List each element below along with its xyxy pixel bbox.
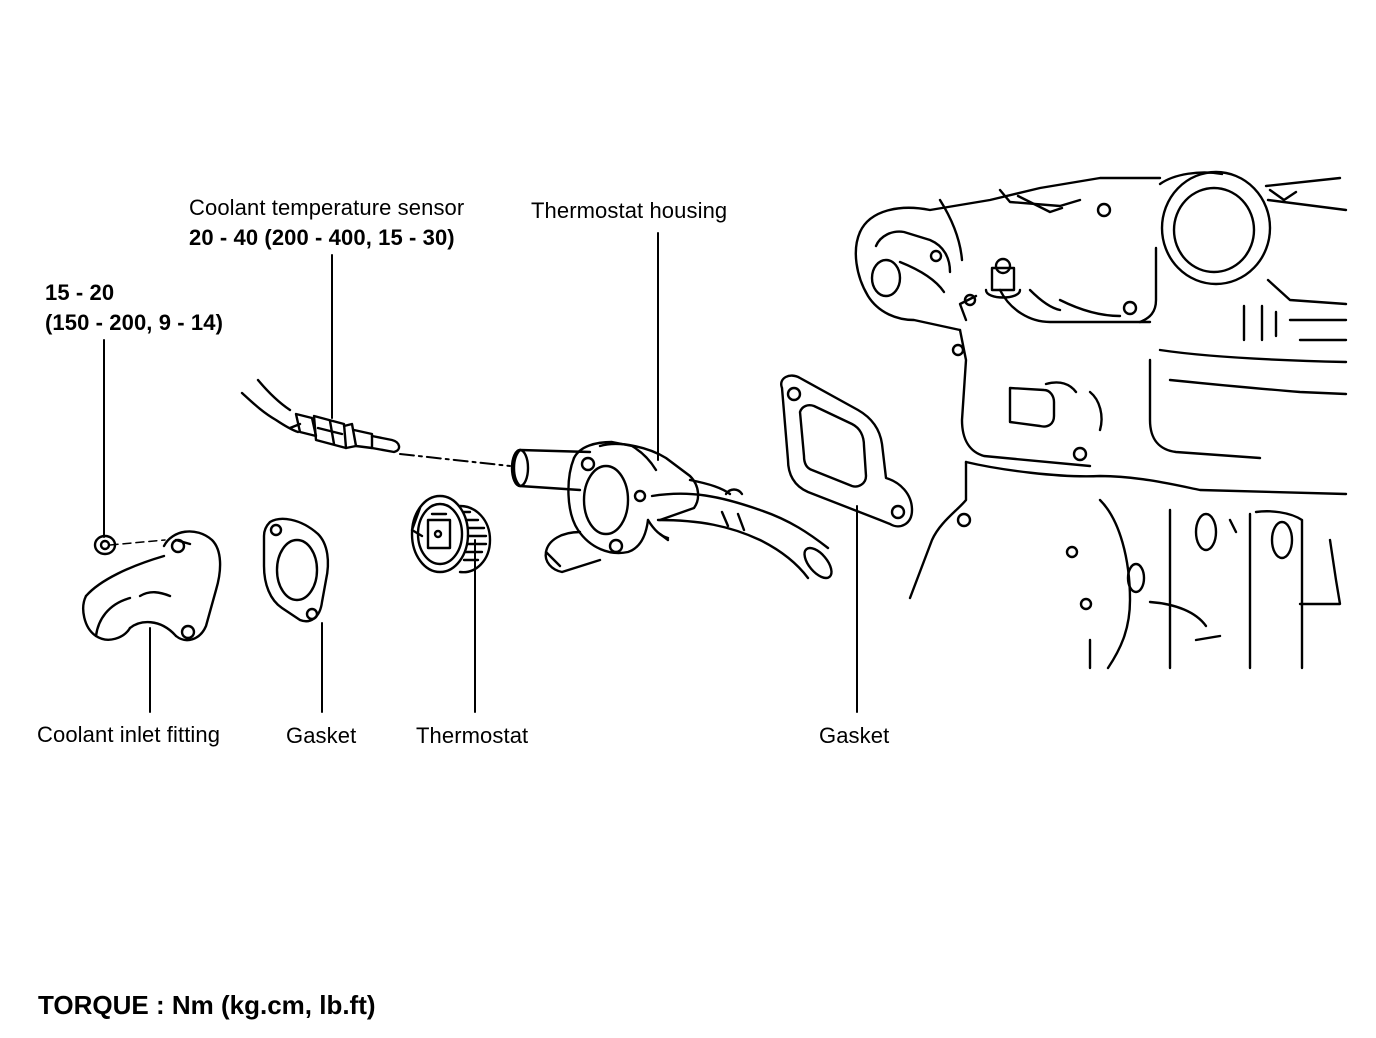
leader-lines bbox=[103, 232, 858, 713]
torque-units-legend: TORQUE : Nm (kg.cm, lb.ft) bbox=[38, 990, 376, 1020]
thermostat-housing bbox=[510, 440, 833, 580]
coolant-inlet-fitting-label: Coolant inlet fitting bbox=[37, 722, 221, 747]
small-gasket-label: Gasket bbox=[286, 723, 357, 748]
coolant-inlet-fitting bbox=[82, 530, 222, 642]
nut-torque-line1: 15 - 20 bbox=[45, 280, 115, 305]
nut-torque-line2: (150 - 200, 9 - 14) bbox=[45, 310, 223, 335]
sensor-torque-label: 20 - 40 (200 - 400, 15 - 30) bbox=[189, 225, 455, 250]
sensor-name-label: Coolant temperature sensor bbox=[189, 195, 465, 220]
thermostat-label: Thermostat bbox=[416, 723, 529, 748]
thermostat-housing-label: Thermostat housing bbox=[531, 198, 728, 223]
large-gasket bbox=[780, 374, 914, 528]
coolant-temperature-sensor bbox=[240, 378, 401, 454]
large-gasket-label: Gasket bbox=[819, 723, 890, 748]
thermostat bbox=[410, 494, 492, 574]
engine-block bbox=[854, 170, 1348, 670]
small-gasket bbox=[262, 517, 330, 623]
